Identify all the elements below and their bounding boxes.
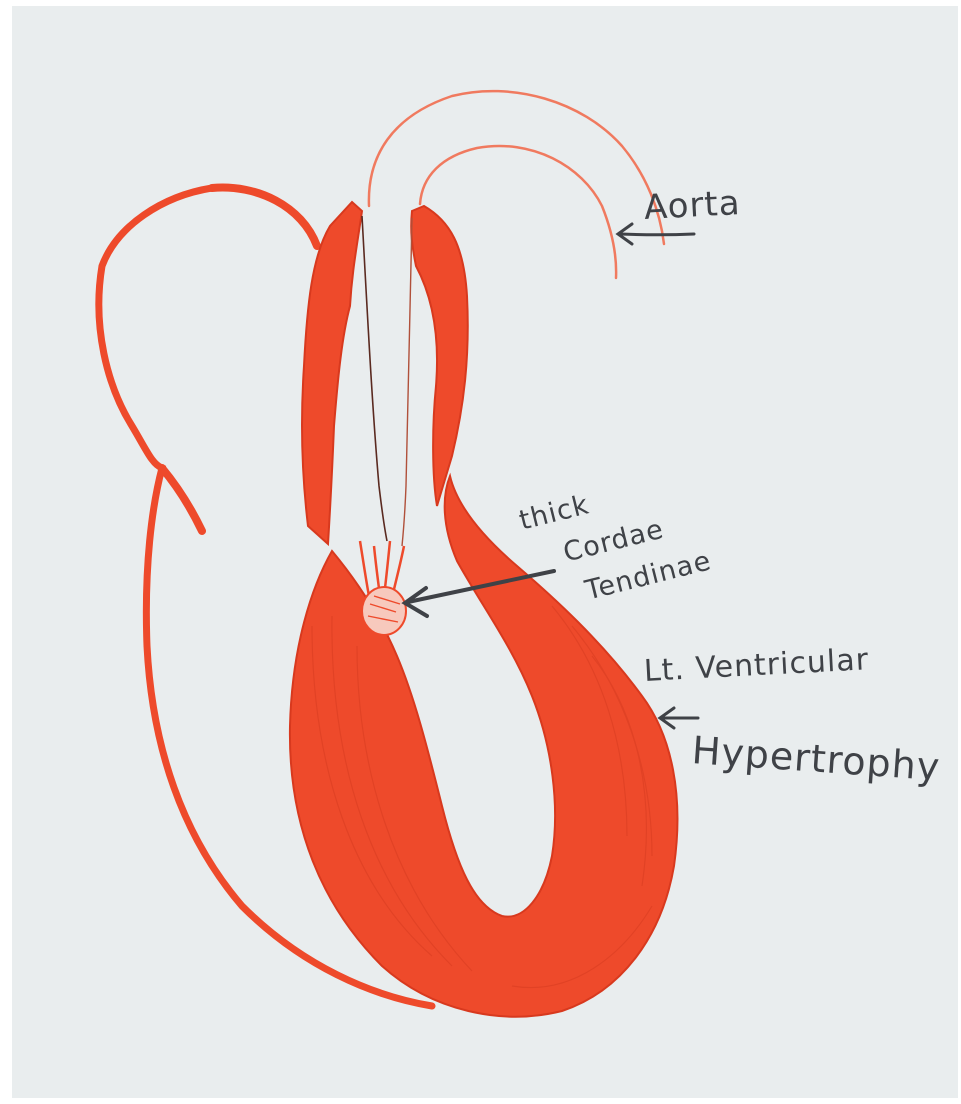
right-ventricle-notch [162, 468, 202, 531]
outflow-right-wall [411, 206, 468, 506]
heart-top-arc [212, 188, 317, 246]
left-ventricle-wall [290, 476, 678, 1017]
outflow-left-wall [302, 202, 362, 544]
lvh-arrow [660, 708, 698, 728]
heart-drawing [12, 6, 958, 1098]
aorta-descending-line-right [402, 218, 412, 546]
diagram-canvas: Aorta thick Cordae Tendinae Lt. Ventricu… [12, 6, 958, 1098]
mitral-valve [360, 541, 406, 635]
aorta-descending-line-left [362, 216, 387, 541]
label-aorta: Aorta [643, 183, 742, 228]
